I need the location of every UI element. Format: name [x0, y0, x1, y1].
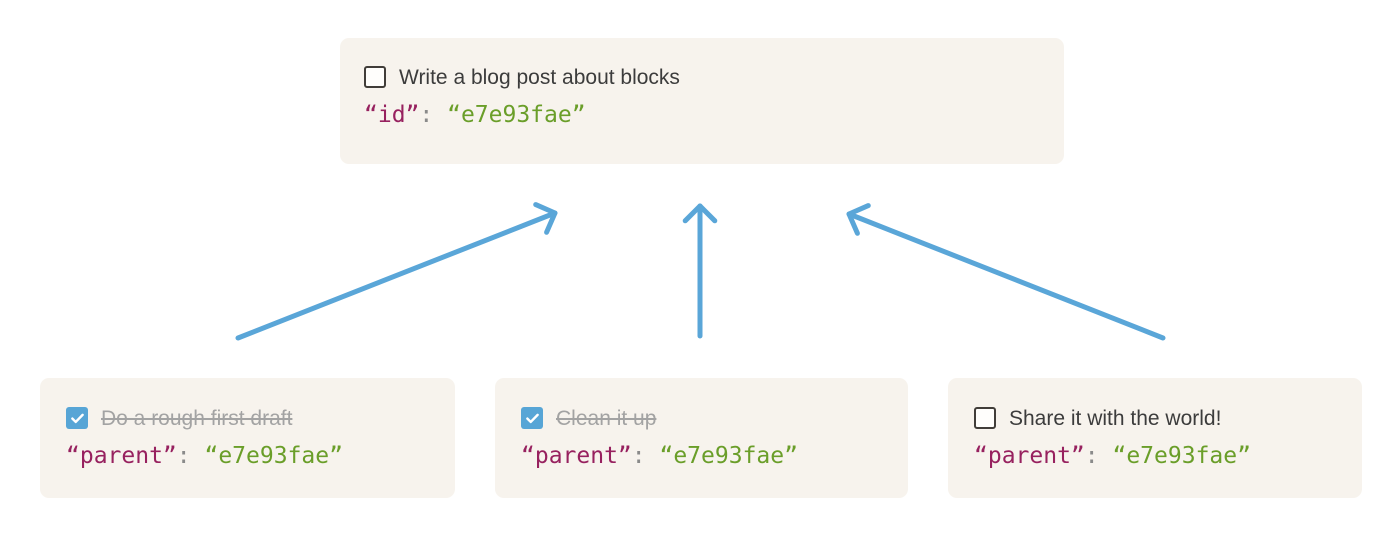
code-separator: : — [419, 102, 448, 128]
code-key: “parent” — [521, 443, 632, 469]
code-line: “parent”: “e7e93fae” — [66, 443, 431, 469]
arrowhead-icon — [682, 203, 718, 224]
arrow-left-child-to-parent — [235, 202, 558, 341]
child-task-card-clean-up: Clean it up “parent”: “e7e93fae” — [495, 378, 908, 498]
task-label: Do a rough first draft — [101, 406, 293, 430]
task-label: Write a blog post about blocks — [399, 65, 680, 89]
parent-task-card: Write a blog post about blocks “id”: “e7… — [340, 38, 1064, 164]
code-key: “parent” — [66, 443, 177, 469]
code-line: “parent”: “e7e93fae” — [974, 443, 1338, 469]
task-checkbox[interactable] — [66, 407, 88, 429]
task-row: Share it with the world! — [974, 407, 1338, 429]
code-separator: : — [176, 443, 205, 469]
code-value: “e7e93fae” — [659, 443, 798, 469]
task-checkbox[interactable] — [974, 407, 996, 429]
code-separator: : — [631, 443, 660, 469]
arrow-shaft — [235, 210, 558, 341]
checkmark-icon — [525, 413, 539, 423]
code-line: “parent”: “e7e93fae” — [521, 443, 884, 469]
task-row: Do a rough first draft — [66, 407, 431, 429]
arrow-shaft — [846, 211, 1166, 341]
code-value: “e7e93fae” — [447, 102, 586, 128]
child-task-card-share: Share it with the world! “parent”: “e7e9… — [948, 378, 1362, 498]
code-value: “e7e93fae” — [204, 443, 343, 469]
task-checkbox[interactable] — [364, 66, 386, 88]
arrowhead-icon — [846, 203, 871, 236]
task-row: Write a blog post about blocks — [364, 66, 1040, 88]
checkmark-icon — [70, 413, 84, 423]
arrow-middle-child-to-parent — [682, 203, 718, 339]
task-row: Clean it up — [521, 407, 884, 429]
code-key: “parent” — [974, 443, 1085, 469]
task-label: Share it with the world! — [1009, 406, 1222, 430]
code-key: “id” — [364, 102, 420, 128]
task-checkbox[interactable] — [521, 407, 543, 429]
arrow-right-child-to-parent — [846, 203, 1166, 341]
code-value: “e7e93fae” — [1112, 443, 1251, 469]
code-separator: : — [1084, 443, 1113, 469]
code-line: “id”: “e7e93fae” — [364, 102, 1040, 128]
child-task-card-first-draft: Do a rough first draft “parent”: “e7e93f… — [40, 378, 455, 498]
task-label: Clean it up — [556, 406, 657, 430]
arrowhead-icon — [533, 202, 558, 235]
